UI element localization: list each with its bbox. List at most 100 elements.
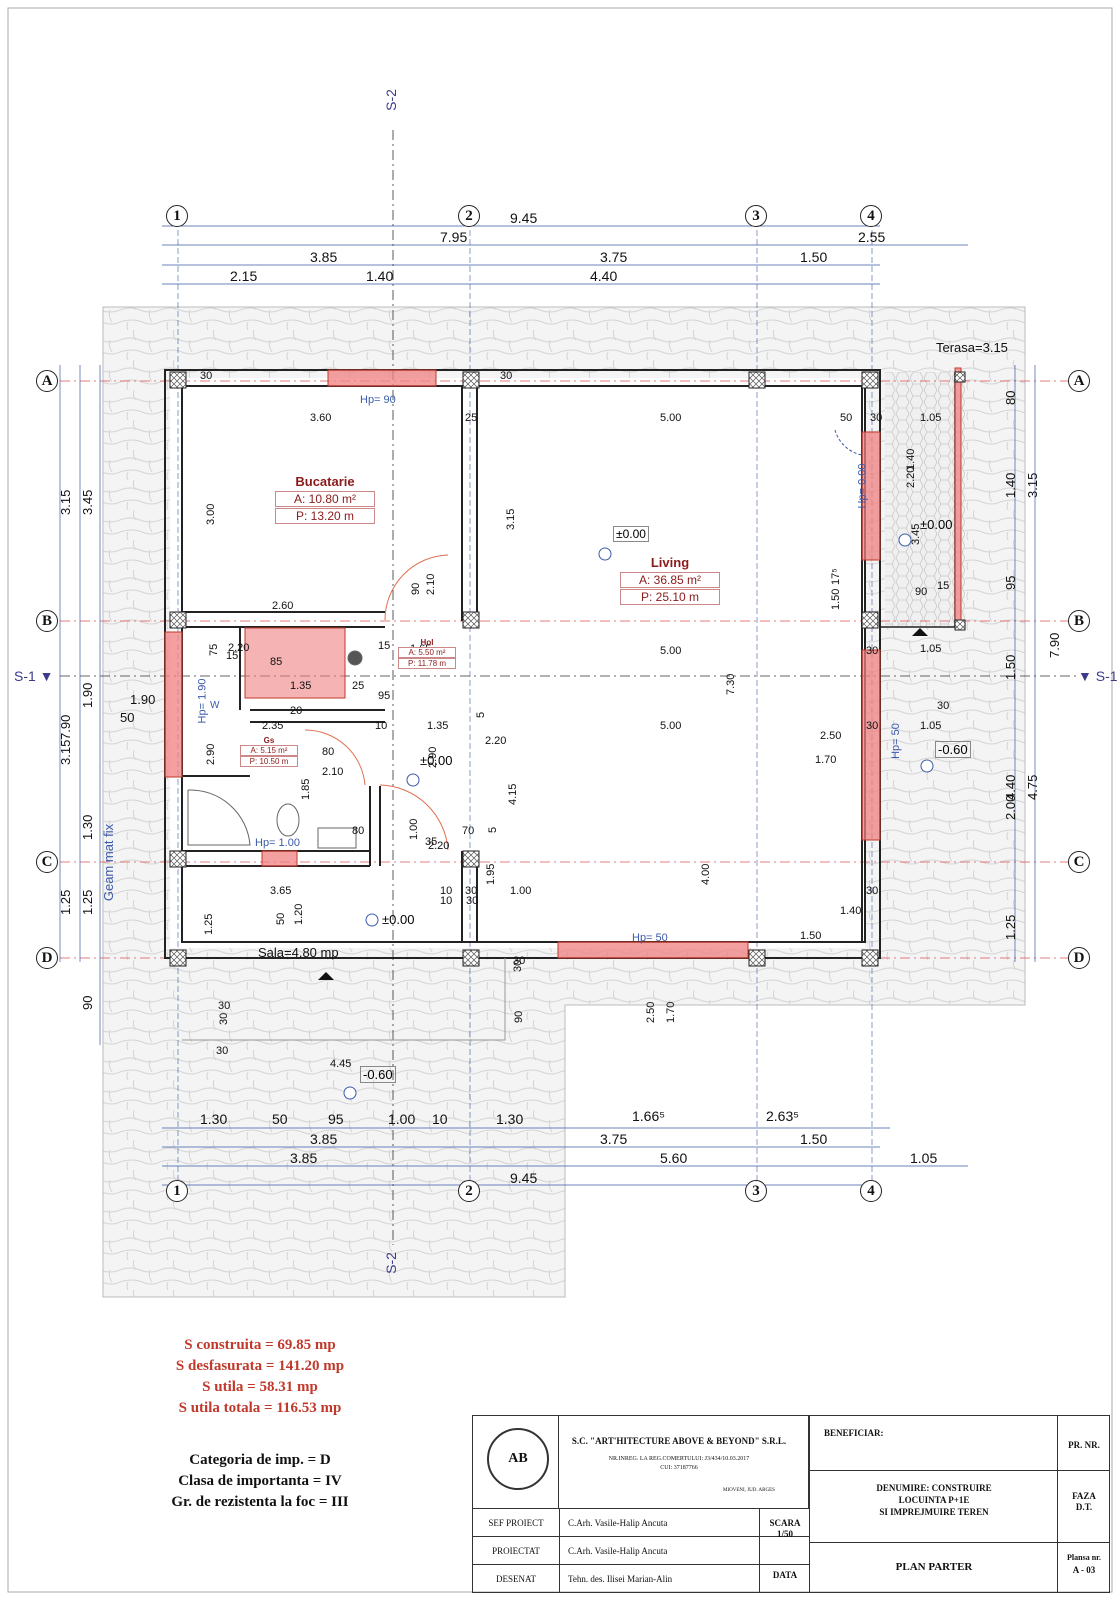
room-name: Bucatarie: [295, 474, 355, 489]
fixtures: [187, 650, 363, 849]
faza-label: FAZA: [1072, 1491, 1096, 1501]
section-s1-left: S-1 ▼: [14, 668, 54, 684]
hp90-label: Hp= 90: [360, 394, 396, 406]
pr-cell: PR. NR. FAZA D.T. Plansa nr. A - 03: [1057, 1416, 1110, 1593]
plansa-value: A - 03: [1072, 1565, 1096, 1575]
room-perimeter: P: 25.10 m: [620, 589, 720, 605]
room-bucatarie: Bucatarie A: 10.80 m² P: 13.20 m: [275, 474, 375, 524]
company-name: S.C. "ART'HITECTURE ABOVE & BEYOND" S.R.…: [571, 1436, 787, 1446]
category-line: Gr. de rezistenta la foc = III: [171, 1494, 349, 1510]
logo-cell: AB: [473, 1416, 559, 1508]
section-s1-label: S-1: [14, 668, 36, 684]
desenat-label: DESENAT: [496, 1574, 536, 1584]
data-label: DATA: [772, 1570, 798, 1580]
terrace-arrow: [912, 628, 928, 636]
terrace-rail: [954, 367, 962, 631]
section-s1-label-right: S-1: [1095, 668, 1118, 684]
scara-cell: SCARA 1/50 DATA: [759, 1508, 809, 1592]
windows: [164, 367, 962, 959]
desenat-name: Tehn. des. Ilisei Marian-Alin: [568, 1574, 673, 1584]
room-hol: Hol A: 5.50 m² P: 11.78 m: [398, 638, 456, 669]
entry-arrow: [318, 972, 334, 980]
company-cui: CUI: 37187766: [660, 1465, 698, 1471]
section-s2-bottom: S-2: [383, 1252, 399, 1274]
plansa-block: Plansa nr. A - 03: [1058, 1542, 1110, 1593]
beneficiar-label: BENEFICIAR:: [824, 1428, 884, 1438]
section-s2-label: S-2: [382, 89, 399, 111]
scara-label: SCARA: [769, 1518, 801, 1528]
level-living: ±0.00: [613, 526, 649, 542]
stair-post: [347, 650, 363, 666]
proiectat-label: PROIECTAT: [492, 1546, 540, 1556]
label-divider: [559, 1508, 560, 1592]
denumire-line-3: SI IMPREJMUIRE TEREN: [879, 1507, 989, 1517]
sef-label: SEF PROIECT: [488, 1518, 544, 1528]
category-line: Clasa de importanta = IV: [178, 1473, 342, 1489]
plansa-label: Plansa nr.: [1067, 1553, 1101, 1562]
room-name: Hol: [420, 638, 434, 647]
room-name: Gs: [263, 736, 275, 745]
stat-line: S construita = 69.85 mp: [184, 1337, 336, 1353]
window-living-right: [861, 649, 881, 841]
section-lines: [60, 130, 1080, 1245]
room-name: Living: [650, 555, 690, 570]
area-stats: S construita = 69.85 mp S desfasurata = …: [110, 1335, 410, 1419]
hp100-label: Hp= 1.00: [255, 837, 300, 849]
faza-value: D.T.: [1075, 1502, 1093, 1512]
terasa-label: Terasa=3.15: [936, 340, 1008, 355]
entry-outline: [182, 958, 506, 1041]
window-geam-mat: [164, 631, 183, 778]
window-living-bottom: [557, 941, 749, 959]
faza-block: FAZA D.T.: [1058, 1470, 1110, 1543]
title-block: AB S.C. "ART'HITECTURE ABOVE & BEYOND" S…: [472, 1415, 1110, 1593]
proiectat-name: C.Arh. Vasile-Halip Ancuta: [568, 1546, 668, 1556]
company-cell-border: [559, 1416, 809, 1508]
level-markers: [343, 533, 934, 1100]
category-line: Categoria de imp. = D: [189, 1452, 331, 1468]
stat-line: S utila = 58.31 mp: [202, 1379, 318, 1395]
plan-title: PLAN PARTER: [895, 1561, 973, 1573]
level-minus-right: -0.60: [935, 741, 971, 758]
terrace-tiles: [885, 372, 965, 627]
denumire-block: DENUMIRE: CONSTRUIRE LOCUINTA P+1E SI IM…: [810, 1470, 1058, 1543]
window-gs: [261, 850, 298, 867]
window-bucatarie: [327, 369, 437, 387]
row-desenat: DESENAT Tehn. des. Ilisei Marian-Alin: [473, 1564, 809, 1592]
section-s2-top: S-2: [383, 89, 399, 111]
building-categories: Categoria de imp. = D Clasa de important…: [110, 1450, 410, 1513]
level-terasa: ±0.00: [920, 517, 953, 532]
room-gs: Gs A: 5.15 m² P: 10.50 m: [240, 736, 298, 767]
section-s1-right: ▼ S-1: [1078, 668, 1118, 684]
room-area: A: 10.80 m²: [275, 491, 375, 507]
beneficiar-cell: BENEFICIAR: DENUMIRE: CONSTRUIRE LOCUINT…: [809, 1416, 1058, 1592]
room-perimeter: P: 10.50 m: [240, 756, 298, 767]
columns: [169, 371, 966, 967]
row-proiectat: PROIECTAT C.Arh. Vasile-Halip Ancuta: [473, 1536, 809, 1564]
logo-seal: AB: [487, 1428, 549, 1490]
hp50-right-label: Hp= 50: [889, 723, 902, 759]
room-living: Living A: 36.85 m² P: 25.10 m: [620, 555, 720, 605]
room-perimeter: P: 13.20 m: [275, 508, 375, 524]
w-label: W: [210, 700, 220, 711]
hp190-label: Hp= 1.90: [196, 678, 209, 724]
level-hol: ±0.00: [420, 753, 453, 768]
room-area: A: 5.15 m²: [240, 745, 298, 756]
geam-label: Geam mat fix: [101, 823, 117, 902]
stat-line: S desfasurata = 141.20 mp: [175, 1358, 345, 1374]
company-city: MIOVENI, JUD. ARGES: [723, 1488, 775, 1493]
level-sala: ±0.00: [382, 912, 415, 927]
stair-area: [244, 627, 346, 699]
pr-nr-label: PR. NR.: [1068, 1440, 1100, 1450]
door-arcs: [304, 429, 863, 851]
scara-value: 1/50: [776, 1529, 793, 1539]
room-area: A: 36.85 m²: [620, 572, 720, 588]
sef-name: C.Arh. Vasile-Halip Ancuta: [568, 1518, 668, 1528]
section-s2-label-bottom: S-2: [382, 1252, 399, 1274]
stat-line: S utila totala = 116.53 mp: [178, 1400, 342, 1416]
row-sef: SEF PROIECT C.Arh. Vasile-Halip Ancuta: [473, 1508, 809, 1536]
room-area: A: 5.50 m²: [398, 647, 456, 658]
hp50-bottom-label: Hp= 50: [632, 932, 668, 944]
company-reg: NR.INREG. LA REG.COMERTULUI: J3/434/10.0…: [608, 1456, 750, 1462]
denumire-line-2: LOCUINTA P+1E: [898, 1495, 970, 1505]
